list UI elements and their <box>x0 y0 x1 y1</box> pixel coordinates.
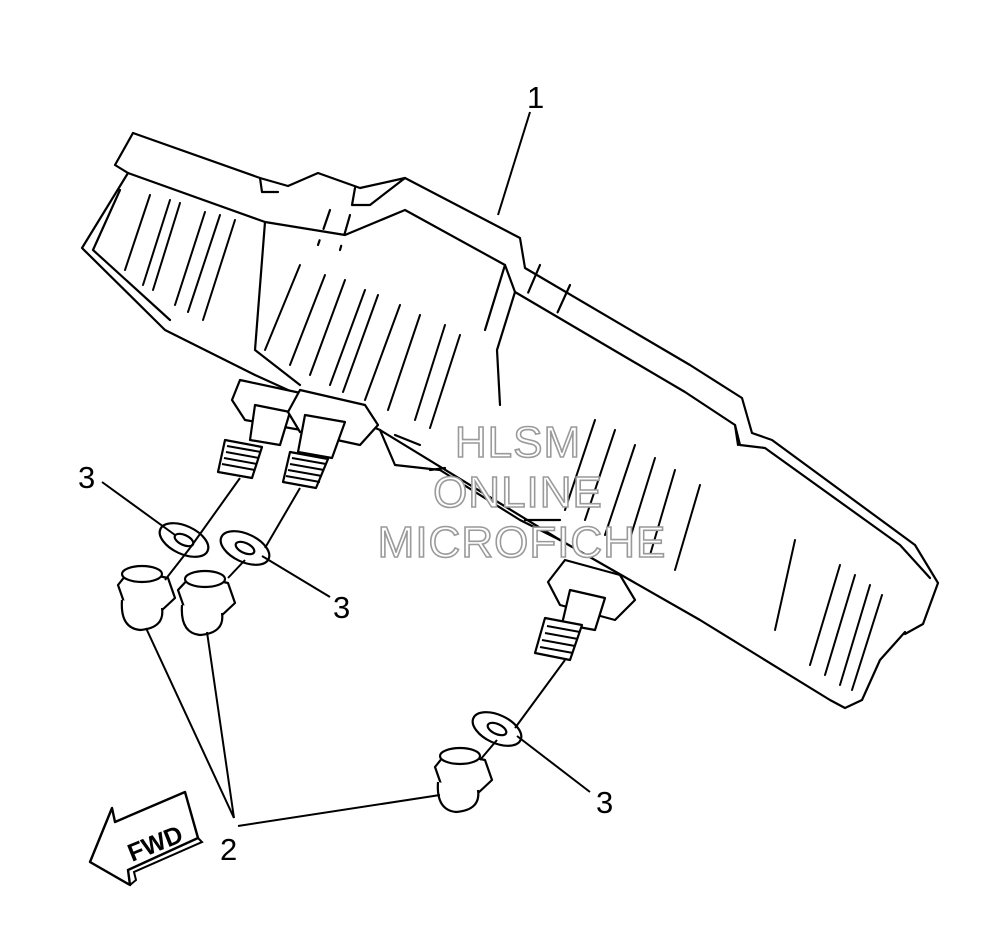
watermark-line-2: ONLINE <box>433 468 603 517</box>
assembly-lines <box>164 477 566 761</box>
watermark: HLSM ONLINE MICROFICHE <box>377 417 667 568</box>
fwd-arrow-icon: FWD <box>88 790 204 887</box>
stud-right <box>281 388 380 490</box>
leader-lines <box>101 111 591 827</box>
callout-2: 2 <box>220 832 237 867</box>
watermark-line-1: HLSM <box>455 418 581 467</box>
callout-3-lower: 3 <box>596 785 613 820</box>
callout-3-upper-left: 3 <box>78 460 95 495</box>
washer-lower <box>471 711 523 747</box>
cap-nut-lower <box>433 746 494 814</box>
meter-assembly <box>80 131 940 710</box>
cap-nut-left <box>116 564 177 632</box>
stud-lower <box>533 558 637 662</box>
callout-3-upper-right: 3 <box>333 590 350 625</box>
watermark-line-3: MICROFICHE <box>378 518 667 567</box>
callout-1: 1 <box>527 80 544 115</box>
cap-nut-middle <box>176 569 237 637</box>
